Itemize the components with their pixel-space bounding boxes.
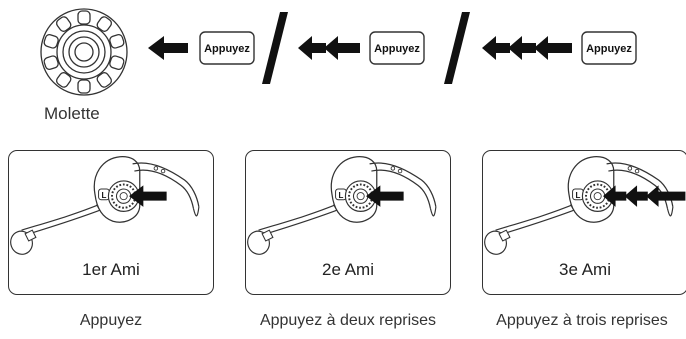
friend-panel-2: 2e Ami bbox=[245, 150, 451, 295]
appuyez-button-label: Appuyez bbox=[586, 43, 632, 55]
scroll-wheel bbox=[38, 4, 130, 100]
press-sequence-1: Appuyez bbox=[146, 30, 258, 66]
appuyez-button: Appuyez bbox=[199, 31, 255, 65]
friend-panel-3: 3e Ami bbox=[482, 150, 686, 295]
left-arrow-icon bbox=[366, 185, 404, 207]
appuyez-button-label: Appuyez bbox=[374, 43, 420, 55]
scroll-wheel-icon bbox=[40, 8, 128, 96]
knob-label: Molette bbox=[44, 104, 100, 123]
slash-separator-2 bbox=[444, 12, 470, 84]
panel-caption: Appuyez bbox=[79, 312, 143, 329]
appuyez-button: Appuyez bbox=[369, 31, 425, 65]
appuyez-button-label: Appuyez bbox=[204, 43, 250, 55]
left-arrow-icon bbox=[603, 185, 627, 207]
left-arrow-icon bbox=[482, 36, 572, 60]
friend-panel-1: 1er Ami bbox=[8, 150, 214, 295]
panel-label: 2e Ami bbox=[322, 260, 374, 279]
panel-label: 3e Ami bbox=[559, 260, 611, 279]
headset-illustration bbox=[9, 155, 200, 259]
left-arrow-icon bbox=[646, 185, 686, 207]
panel-label: 1er Ami bbox=[82, 260, 140, 279]
left-arrow-icon bbox=[148, 36, 188, 60]
appuyez-button: Appuyez bbox=[581, 31, 637, 65]
left-arrow-icon bbox=[129, 185, 167, 207]
slash-separator-1 bbox=[262, 12, 288, 84]
panel-caption: Appuyez à deux reprises bbox=[259, 312, 437, 329]
left-arrow-icon bbox=[298, 36, 360, 60]
left-arrow-icon bbox=[624, 185, 648, 207]
headset-illustration bbox=[483, 155, 686, 259]
headset-illustration bbox=[246, 155, 437, 259]
panel-caption: Appuyez à trois reprises bbox=[496, 312, 668, 329]
press-sequence-2: Appuyez bbox=[296, 30, 428, 66]
press-sequence-3: Appuyez bbox=[480, 30, 640, 66]
